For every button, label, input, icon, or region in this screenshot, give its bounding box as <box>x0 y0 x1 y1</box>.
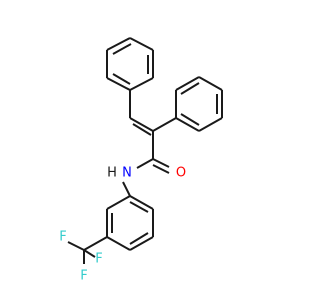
bond <box>175 76 200 91</box>
nitrogen-label: N <box>122 166 132 181</box>
bond <box>112 73 131 85</box>
bond <box>132 123 152 136</box>
bond <box>152 164 170 174</box>
bond <box>106 236 131 251</box>
bond <box>129 195 154 210</box>
fluorine-label-left: F <box>59 230 66 245</box>
bond <box>106 77 131 91</box>
bond <box>129 77 154 91</box>
oxygen-label: O <box>176 166 186 181</box>
trifluoromethyl-group <box>67 236 108 264</box>
bond <box>129 117 154 132</box>
structure-diagram: O H N F F F <box>59 37 223 284</box>
bond <box>106 195 131 210</box>
top-phenyl-ring <box>106 37 154 91</box>
fluorine-label-bottom: F <box>80 269 87 284</box>
bond <box>180 113 200 126</box>
bond <box>122 181 131 197</box>
bond <box>129 37 154 51</box>
bond <box>152 117 177 132</box>
carbonyl-double-bond <box>152 158 170 174</box>
bond <box>106 37 131 51</box>
bond <box>83 236 108 251</box>
fluorine-label-right: F <box>95 252 102 267</box>
bond <box>136 158 154 169</box>
bond <box>129 236 154 251</box>
bond <box>198 117 223 132</box>
bottom-aryl-ring <box>106 195 154 251</box>
bond <box>83 249 96 258</box>
alkene-double-bond <box>129 117 154 136</box>
bond <box>129 232 149 245</box>
bond <box>129 201 149 213</box>
bond <box>198 76 223 91</box>
bond <box>180 82 200 95</box>
bond <box>175 117 200 132</box>
bond <box>112 43 132 55</box>
molecule-canvas: O H N F F F <box>59 37 223 284</box>
bond <box>152 158 170 168</box>
hydrogen-label: H <box>107 166 117 181</box>
right-phenyl-ring <box>152 76 223 132</box>
bond <box>67 241 85 251</box>
